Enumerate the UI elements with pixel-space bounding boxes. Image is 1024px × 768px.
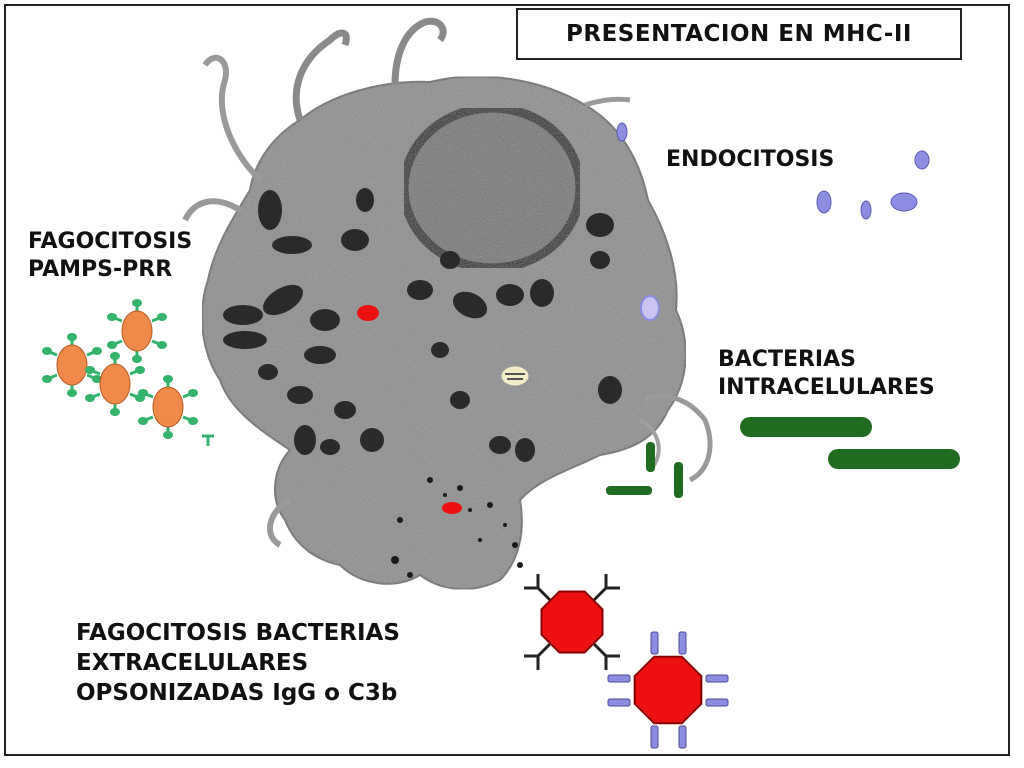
mitochondria [223,188,622,462]
prr-receptor-head [188,417,198,425]
phagosome-red [357,305,379,321]
prr-receptor-head [138,417,148,425]
prr-receptor-head [157,341,167,349]
c3b-receptor [705,674,729,683]
label-line: EXTRACELULARES [76,650,309,676]
label-line: FAGOCITOSIS BACTERIAS [76,620,400,646]
prr-receptor-head [67,389,77,397]
label-line: PAMPS-PRR [28,257,173,282]
label-fagocitosis-pamps: FAGOCITOSIS PAMPS-PRR [28,228,192,284]
label-endocitosis: ENDOCITOSIS [666,146,834,174]
phagosome-red-lower [442,502,462,514]
label-fagocitosis-opsonizadas: FAGOCITOSIS BACTERIAS EXTRACELULARES OPS… [76,618,400,708]
prr-receptor-head [85,394,95,402]
phagosome-bacterium [500,365,530,387]
opsonized-bacteria [524,574,729,749]
c3b-receptor [678,725,687,749]
label-endocitosis-text: ENDOCITOSIS [666,147,835,172]
macrophage-cell [182,17,713,591]
label-bacterias-intracelulares: BACTERIAS INTRACELULARES [718,346,935,402]
c3b-receptor [678,631,687,655]
pamp-bacterium [138,375,198,439]
igg-opsonized-bacterium [524,574,620,670]
c3b-opsonized-bacterium [607,631,729,749]
prr-receptor-head [138,389,148,397]
intracellular-bacteria [606,417,960,498]
label-line: FAGOCITOSIS [28,229,193,254]
free-prr [202,434,214,446]
title-box: PRESENTACION EN MHC-II [516,8,962,60]
igg-antibody [524,574,552,602]
label-line: BACTERIAS [718,347,856,372]
diagram-title: PRESENTACION EN MHC-II [566,21,912,47]
prr-receptor-head [67,333,77,341]
c3b-receptor [650,631,659,655]
nucleus [399,103,585,273]
c3b-receptor [607,674,631,683]
endocytic-vesicles [616,122,930,220]
prr-receptor-head [163,431,173,439]
c3b-receptor [607,698,631,707]
endosome [640,295,660,321]
pamp-bacterium [107,299,167,363]
prr-receptor-head [188,389,198,397]
prr-receptor-head [132,355,142,363]
prr-receptor-head [110,352,120,360]
pseudopod [292,29,350,122]
prr-receptor-head [107,313,117,321]
pseudopod [267,497,292,548]
igg-antibody [592,574,620,602]
prr-receptor-head [135,366,145,374]
igg-antibody [592,642,620,670]
label-line: INTRACELULARES [718,375,935,400]
granules [391,477,523,578]
prr-receptor-head [42,375,52,383]
prr-receptor-head [163,375,173,383]
pseudopod [643,393,713,483]
prr-receptor-head [42,347,52,355]
pseudopod [584,96,631,108]
pseudopod [182,198,242,222]
label-line: OPSONIZADAS IgG o C3b [76,680,398,706]
prr-receptor-head [85,366,95,374]
pseudopod [202,54,263,183]
prr-receptor-head [110,408,120,416]
c3b-receptor [705,698,729,707]
pamp-bacteria [42,299,214,446]
prr-receptor-head [132,299,142,307]
prr-receptor-head [92,347,102,355]
igg-antibody [524,642,552,670]
prr-receptor-head [157,313,167,321]
prr-receptor-head [92,375,102,383]
pseudopod [391,17,447,86]
pamp-bacterium [42,333,102,397]
prr-receptor-head [107,341,117,349]
c3b-receptor [650,725,659,749]
